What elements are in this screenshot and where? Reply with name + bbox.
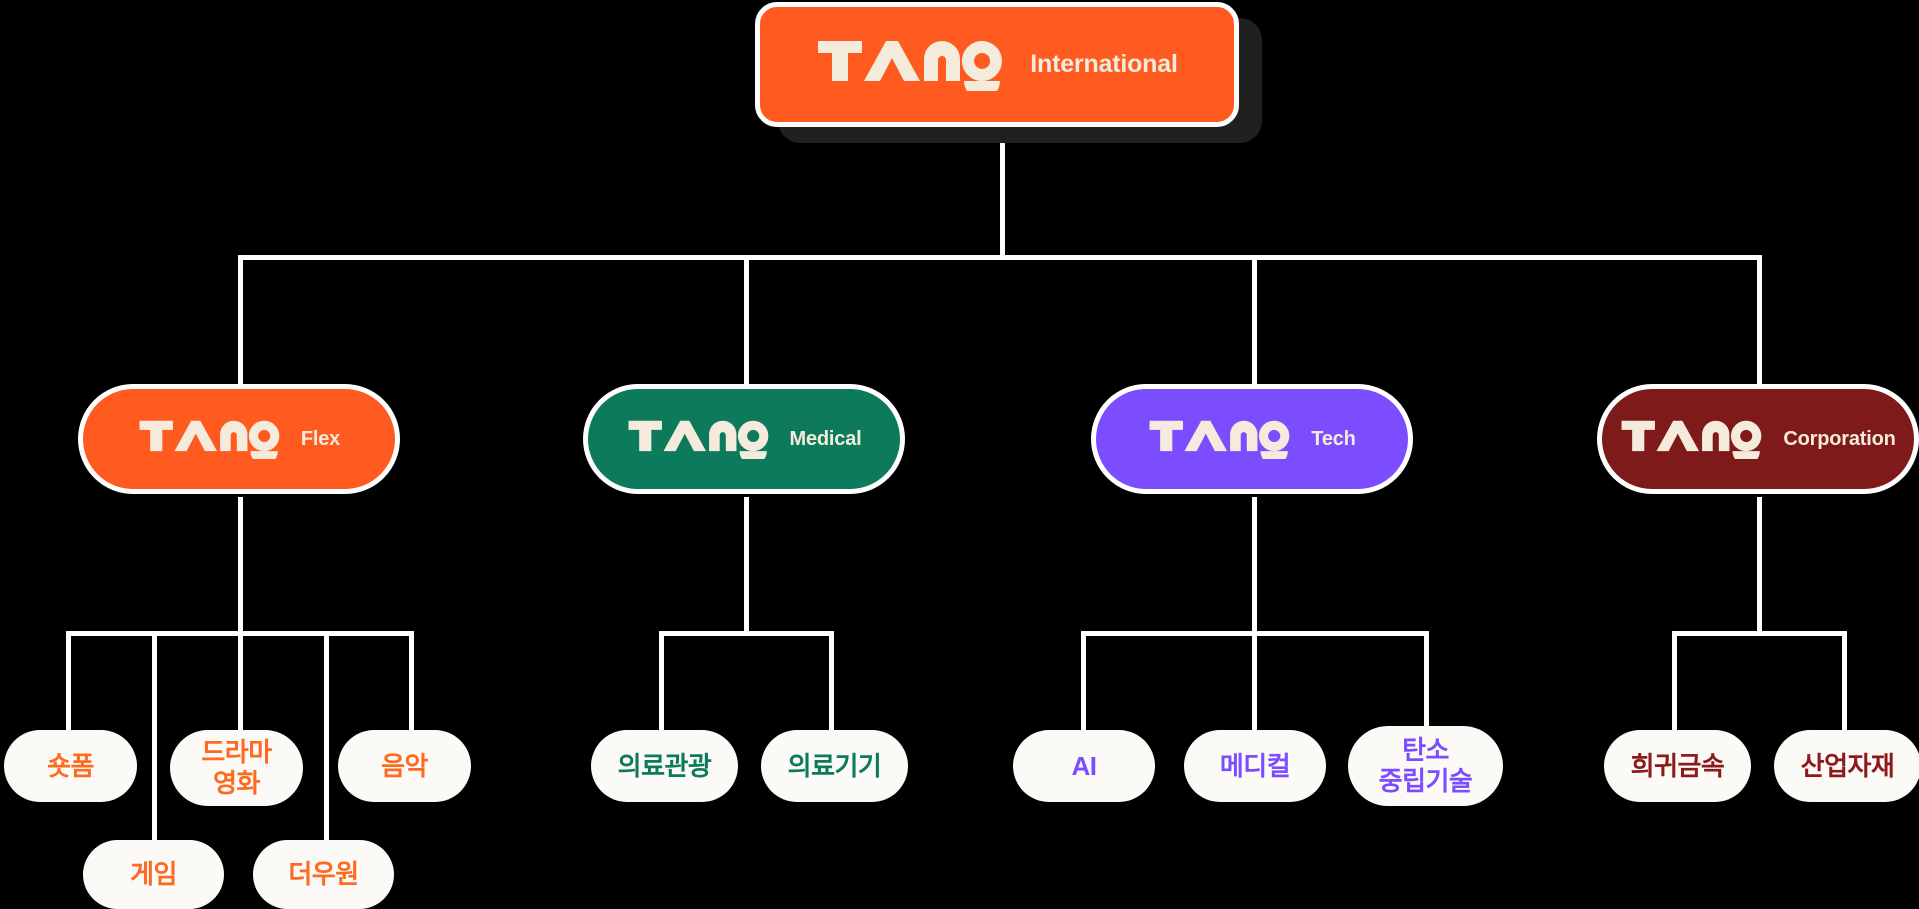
division-node-tech[interactable]: Tech [1091,384,1413,494]
division-node-medical[interactable]: Medical [583,384,905,494]
leaf-node-tech-medical[interactable]: 메디컬 [1184,730,1326,802]
connector-drop-corporation [1757,255,1762,387]
leaf-label: 의료기기 [787,750,882,781]
connector-corporation-stem [1757,497,1762,635]
connector-tech-child-3 [1424,631,1429,733]
leaf-node-tech-ai[interactable]: AI [1013,730,1155,802]
flex-brand-lockup: Flex [138,419,340,459]
connector-root-stem [1000,124,1005,257]
leaf-label: 의료관광 [617,750,712,781]
leaf-node-medical-tourism[interactable]: 의료관광 [591,730,738,802]
leaf-node-flex-drama-movie[interactable]: 드라마 영화 [170,730,303,806]
leaf-node-flex-douwon[interactable]: 더우원 [253,840,394,909]
leaf-label: 더우원 [288,859,359,890]
leaf-node-tech-carbon-neutral[interactable]: 탄소 중립기술 [1348,726,1503,806]
leaf-label: 게임 [130,859,177,890]
leaf-label: 산업자재 [1800,750,1895,781]
leaf-node-flex-game[interactable]: 게임 [83,840,224,909]
root-node-tango-international[interactable]: International [755,2,1239,127]
division-node-flex[interactable]: Flex [78,384,400,494]
connector-flex-child-4 [324,631,329,843]
connector-flex-stem [238,497,243,635]
flex-brand-suffix: Flex [300,427,341,450]
connector-flex-child-1 [66,631,71,733]
tango-wordmark-logo [1149,420,1290,459]
root-brand-lockup: International [816,39,1178,91]
connector-corporation-child-1 [1672,631,1677,733]
leaf-label: 희귀금속 [1630,750,1725,781]
leaf-node-flex-music[interactable]: 음악 [338,730,471,802]
leaf-node-corporation-industrial-materials[interactable]: 산업자재 [1774,730,1919,802]
leaf-label: 음악 [381,750,428,781]
leaf-label: 숏폼 [47,750,94,781]
connector-medical-child-2 [829,631,834,733]
medical-brand-lockup: Medical [627,419,862,459]
connector-level2-bus [238,255,1762,260]
connector-tech-child-1 [1081,631,1086,733]
connector-medical-stem [744,497,749,635]
connector-tech-child-2 [1252,631,1257,733]
connector-drop-flex [238,255,243,387]
medical-brand-suffix: Medical [789,427,862,450]
leaf-node-medical-devices[interactable]: 의료기기 [761,730,908,802]
connector-flex-child-3 [238,631,243,733]
leaf-node-flex-shortform[interactable]: 숏폼 [4,730,137,802]
division-node-corporation[interactable]: Corporation [1597,384,1919,494]
leaf-label: 드라마 영화 [201,737,272,798]
connector-tech-stem [1252,497,1257,635]
leaf-node-corporation-rare-metals[interactable]: 희귀금속 [1604,730,1751,802]
connector-corporation-bus [1672,631,1847,636]
connector-corporation-child-2 [1842,631,1847,733]
tango-wordmark-logo [1621,420,1762,459]
corporation-brand-lockup: Corporation [1620,419,1896,459]
tech-brand-suffix: Tech [1311,427,1356,450]
root-brand-suffix: International [1030,50,1178,78]
connector-flex-child-2 [152,631,157,843]
leaf-label: 메디컬 [1219,750,1291,781]
leaf-label: AI [1071,750,1098,781]
tango-wordmark-logo [139,420,280,459]
connector-drop-medical [744,255,749,387]
tango-wordmark-logo [628,420,768,459]
tech-brand-lockup: Tech [1148,419,1356,459]
connector-flex-child-5 [409,631,414,733]
tango-wordmark-logo [818,40,1003,91]
leaf-label: 탄소 중립기술 [1378,735,1473,796]
corporation-brand-suffix: Corporation [1783,427,1896,450]
connector-drop-tech [1252,255,1257,387]
connector-medical-bus [659,631,834,636]
connector-medical-child-1 [659,631,664,733]
